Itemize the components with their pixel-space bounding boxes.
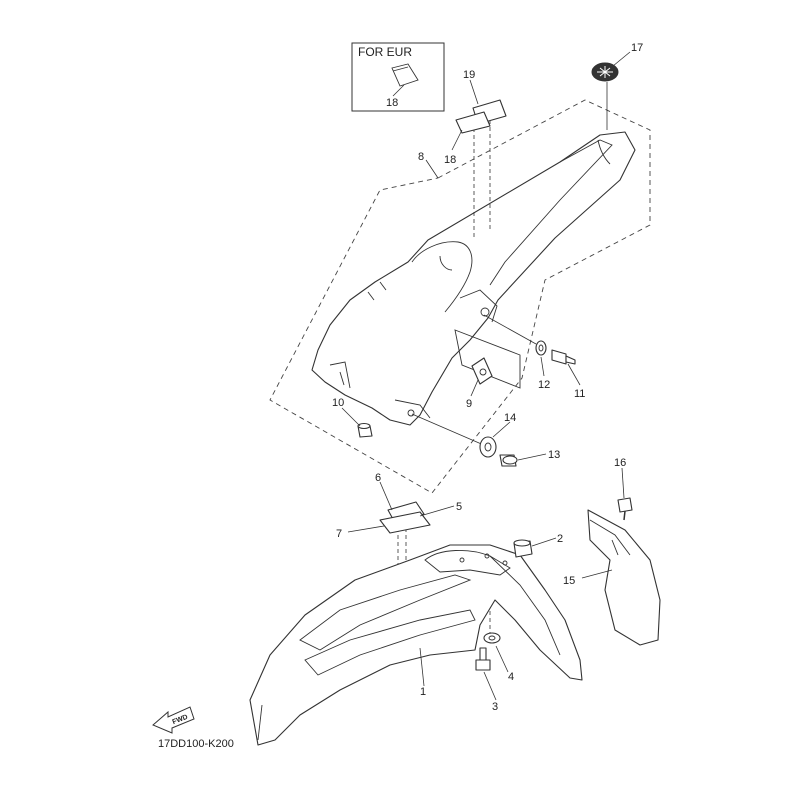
bolt-13-part	[499, 454, 518, 467]
decal-18-part	[455, 111, 491, 134]
rear-fender-part	[311, 131, 636, 426]
callout-5: 5	[456, 501, 462, 513]
callout-18-eur: 18	[386, 97, 398, 109]
callout-8: 8	[418, 151, 424, 163]
callout-17: 17	[631, 42, 643, 54]
eur-decal-part	[391, 63, 419, 87]
callout-12: 12	[538, 379, 550, 391]
callout-16: 16	[614, 457, 626, 469]
callout-4: 4	[508, 671, 514, 683]
callout-19: 19	[463, 69, 475, 81]
clip-nut-9-part	[471, 357, 493, 385]
front-decal-parts	[379, 501, 431, 534]
callout-1: 1	[420, 686, 426, 698]
diagram-code: 17DD100-K200	[158, 738, 234, 750]
callout-10: 10	[332, 397, 344, 409]
fork-guard-part	[587, 509, 661, 646]
nut-2-part	[513, 539, 533, 558]
callout-numbers: 17 19 18 8 11 12 9 10 14 13 16 6 5 7 2 1…	[332, 42, 643, 713]
callout-11: 11	[574, 388, 585, 400]
callout-13: 13	[548, 449, 560, 461]
washer-14-part	[479, 436, 497, 458]
callout-9: 9	[466, 398, 472, 410]
emblem-17-part	[591, 62, 619, 82]
washer-4-part	[483, 632, 501, 644]
callout-7: 7	[336, 528, 342, 540]
callout-14: 14	[504, 412, 516, 424]
for-eur-inset-box: FOR EUR 18	[351, 42, 445, 112]
rear-decal-parts	[455, 99, 507, 134]
fwd-arrow-icon: FWD	[152, 706, 195, 734]
callout-2: 2	[557, 533, 563, 545]
bolt-3-part	[475, 647, 491, 671]
rear-fender-assembly-outline	[269, 99, 651, 494]
callout-leaders	[341, 51, 631, 701]
callout-15: 15	[563, 575, 575, 587]
washer-12-part	[535, 340, 547, 356]
callout-18: 18	[444, 154, 456, 166]
grommet-10-part	[357, 422, 373, 438]
assembly-leaders	[397, 82, 608, 636]
callout-6: 6	[375, 472, 381, 484]
for-eur-label: FOR EUR	[358, 45, 412, 59]
callout-3: 3	[492, 701, 498, 713]
screw-16-part	[617, 497, 633, 521]
bolt-11-part	[551, 349, 576, 365]
front-fender-part	[249, 544, 583, 746]
decal-5-7-part	[379, 511, 431, 534]
